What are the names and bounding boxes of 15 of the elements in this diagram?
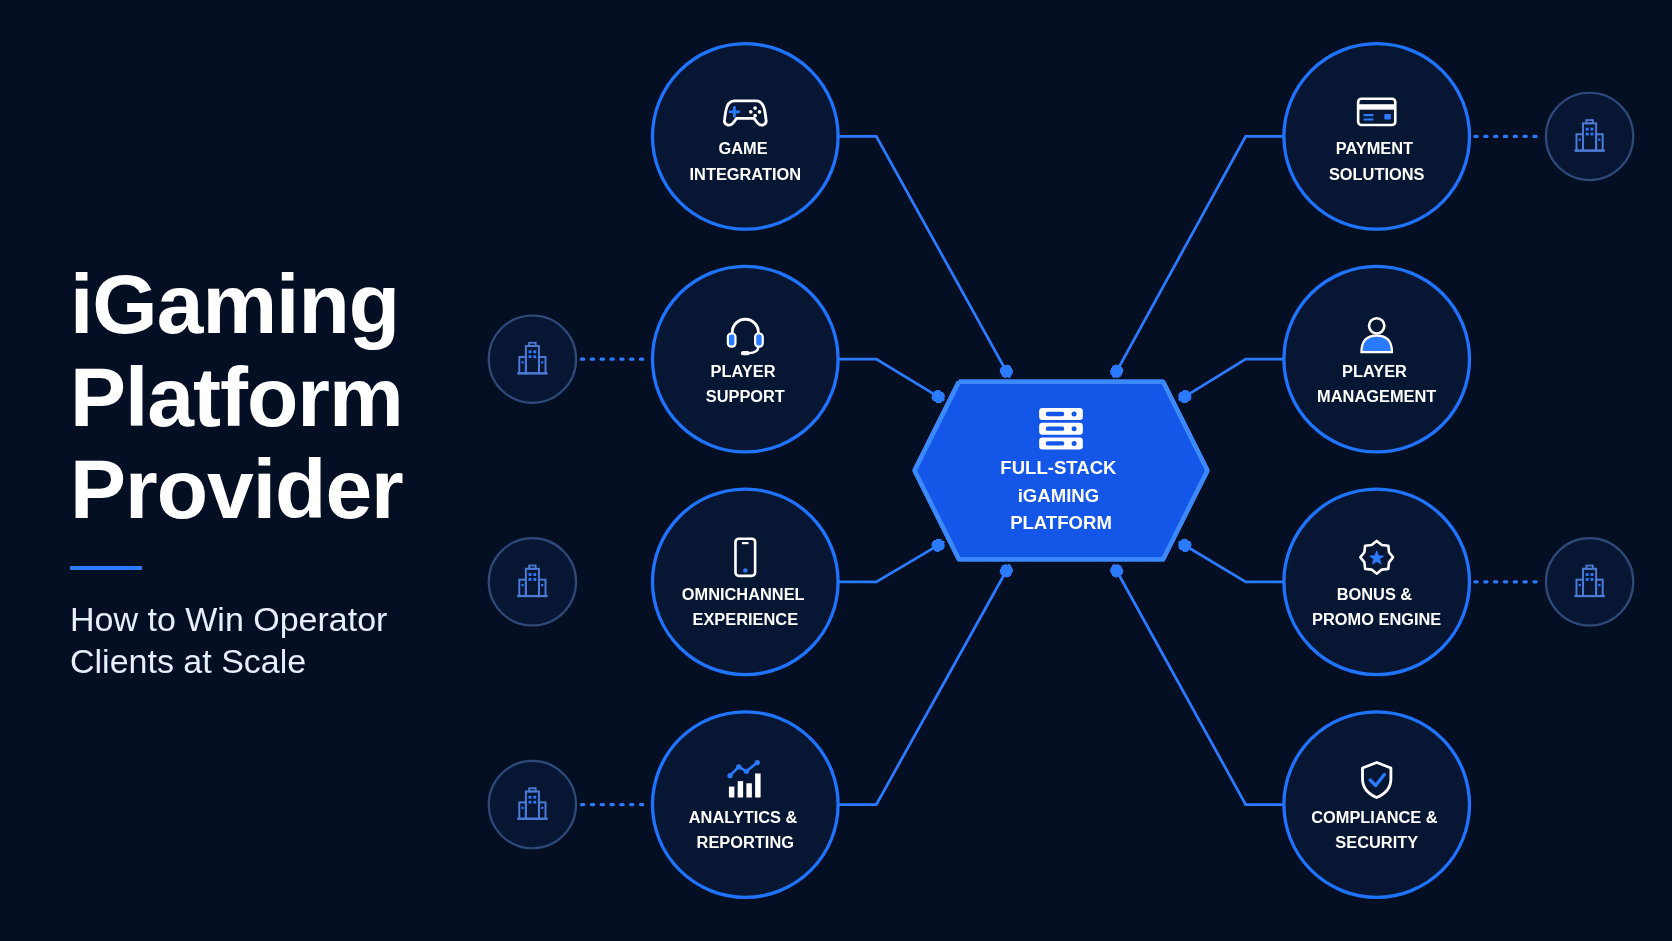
node-label: PLAYER SUPPORT bbox=[704, 360, 786, 407]
node-label: GAME INTEGRATION bbox=[688, 138, 803, 185]
node-label: PLAYER MANAGEMENT bbox=[1316, 360, 1438, 407]
connector-line bbox=[1178, 538, 1284, 584]
diagram-title: iGaming Platform Provider bbox=[70, 258, 403, 536]
connector-line bbox=[1110, 563, 1284, 806]
node-label: COMPLIANCE & SECURITY bbox=[1310, 806, 1439, 853]
node-label: ANALYTICS & REPORTING bbox=[687, 806, 799, 853]
node-label: OMNICHANNEL EXPERIENCE bbox=[680, 583, 806, 630]
connector-line bbox=[1178, 357, 1284, 404]
node-label: BONUS & PROMO ENGINE bbox=[1311, 583, 1443, 630]
subtitle: How to Win Operator Clients at Scale bbox=[70, 598, 389, 683]
connector-line bbox=[1110, 135, 1284, 379]
node-label: FULL-STACK iGAMING PLATFORM bbox=[999, 456, 1118, 536]
node-label: PAYMENT SOLUTIONS bbox=[1327, 138, 1426, 185]
